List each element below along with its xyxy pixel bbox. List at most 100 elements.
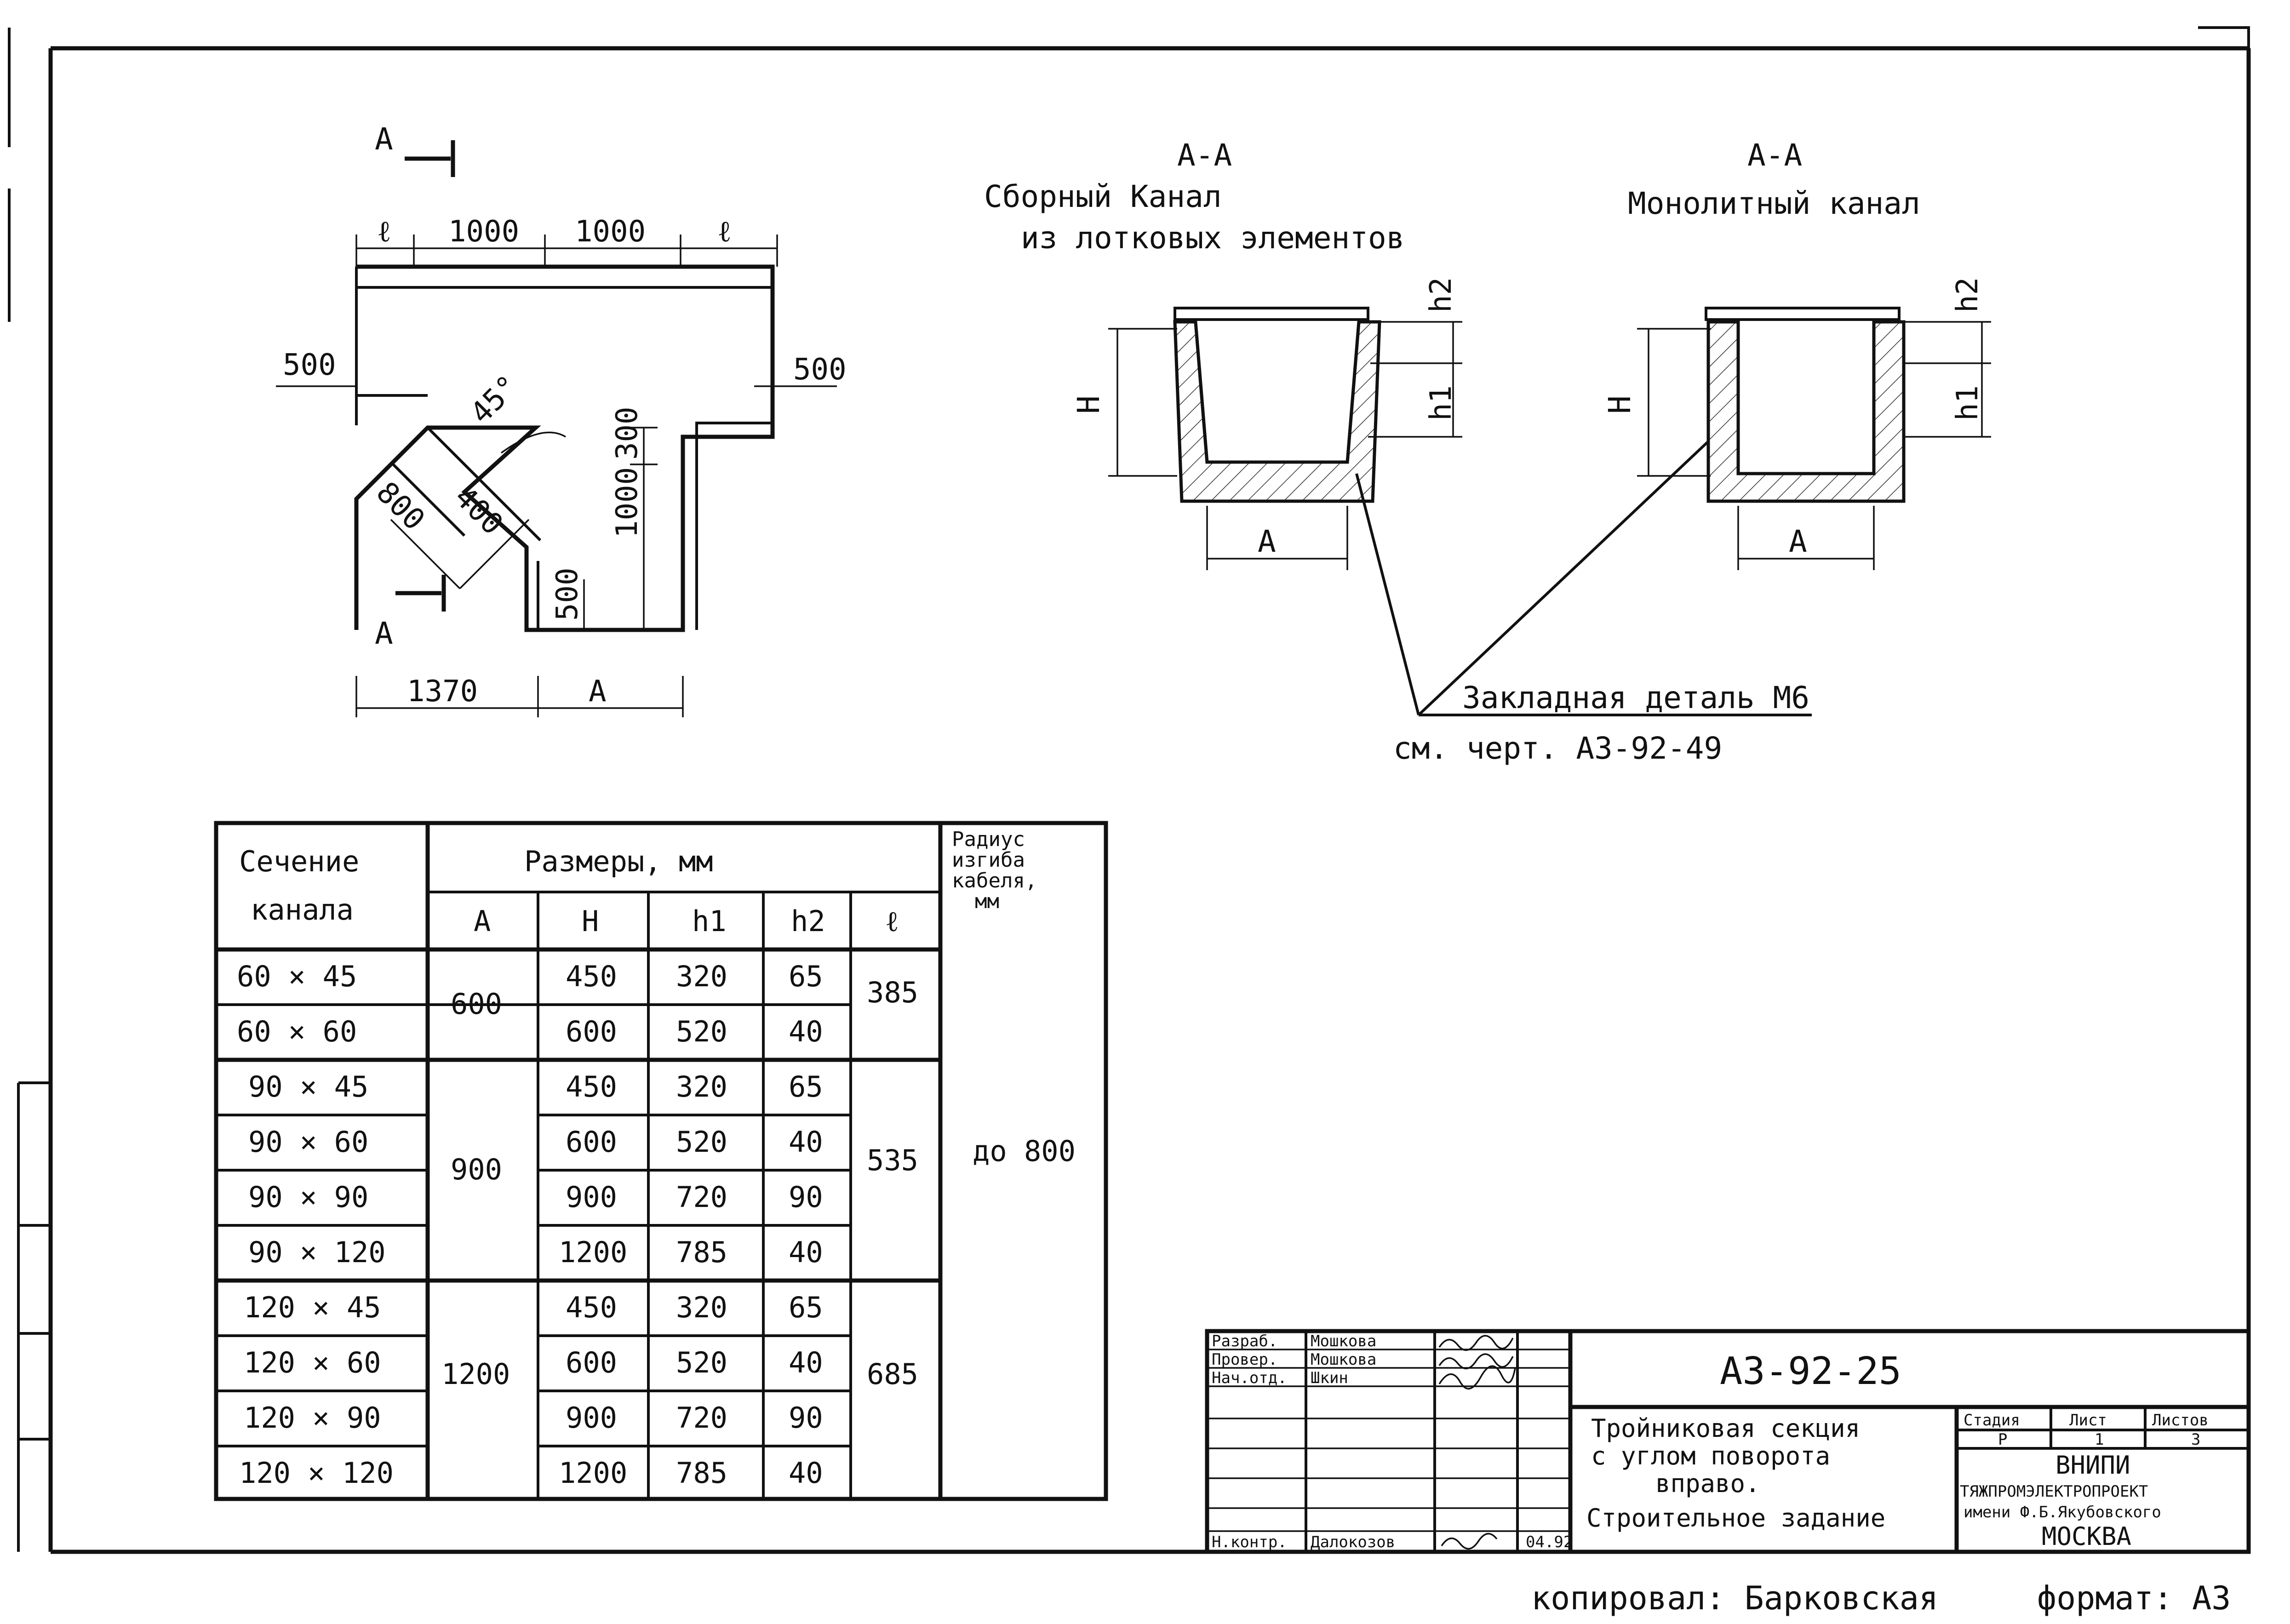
cell-h1: 320 bbox=[676, 1070, 727, 1104]
sheet-frame bbox=[8, 26, 2251, 1554]
tb-name-normcontrol: Далокозов bbox=[1311, 1533, 1395, 1551]
tb-sheets-header: Листов bbox=[2152, 1411, 2209, 1430]
cell-section: 120 × 60 bbox=[244, 1346, 381, 1379]
cell-A-group-90: 900 bbox=[451, 1153, 502, 1186]
plan-dim-500-left: 500 bbox=[283, 348, 336, 382]
table-row: 90 × 60 600 520 40 bbox=[248, 1125, 823, 1159]
plan-dim-1000-vertical: 1000 bbox=[610, 467, 644, 538]
cell-h1: 785 bbox=[676, 1456, 727, 1490]
plan-dim-1000-b: 1000 bbox=[575, 215, 646, 249]
cell-H: 600 bbox=[566, 1346, 617, 1379]
table-header-A: А bbox=[474, 904, 491, 938]
plan-dim-300: 300 bbox=[610, 406, 644, 460]
prefab-label-H: H bbox=[1071, 395, 1106, 414]
tb-sheet-value: 1 bbox=[2095, 1430, 2104, 1449]
cell-section: 90 × 90 bbox=[248, 1180, 368, 1214]
prefab-heading: А-А bbox=[1177, 137, 1232, 173]
cell-H: 450 bbox=[566, 1291, 617, 1324]
tb-stage-value: Р bbox=[1998, 1430, 2007, 1449]
cell-section: 120 × 45 bbox=[244, 1291, 381, 1324]
cell-radius: до 800 bbox=[973, 1134, 1076, 1168]
plan-dim-500-vertical: 500 bbox=[550, 567, 584, 621]
table-row: 120 × 90 900 720 90 bbox=[244, 1401, 823, 1435]
cell-H: 900 bbox=[566, 1180, 617, 1214]
tb-date-normcontrol: 04.92 bbox=[1526, 1533, 1573, 1551]
prefab-label-A: А bbox=[1258, 524, 1276, 559]
cell-section: 60 × 60 bbox=[237, 1015, 357, 1048]
cell-section: 120 × 90 bbox=[244, 1401, 381, 1435]
tb-org-line2: ТЯЖПРОМЭЛЕКТРОПРОЕКТ bbox=[1960, 1482, 2148, 1501]
tb-sheets-value: 3 bbox=[2191, 1430, 2200, 1449]
tb-sheet-header: Лист bbox=[2069, 1411, 2107, 1430]
cell-h2: 65 bbox=[789, 960, 823, 993]
cell-l-group-90: 535 bbox=[867, 1144, 918, 1177]
cell-h1: 520 bbox=[676, 1015, 727, 1048]
cell-section: 90 × 60 bbox=[248, 1125, 368, 1159]
cell-h2: 40 bbox=[789, 1235, 823, 1269]
tb-org-line1: ВНИПИ bbox=[2055, 1451, 2130, 1480]
plan-dim-500-right: 500 bbox=[793, 353, 847, 387]
table-row: 90 × 120 1200 785 40 bbox=[248, 1235, 823, 1269]
prefab-title-line1: Сборный Канал bbox=[984, 179, 1222, 214]
signature-head bbox=[1438, 1365, 1516, 1390]
table-row: 90 × 90 900 720 90 bbox=[248, 1180, 823, 1214]
cell-h1: 520 bbox=[676, 1125, 727, 1159]
table-row: 120 × 60 600 520 40 bbox=[244, 1346, 823, 1379]
cell-h2: 40 bbox=[789, 1125, 823, 1159]
table-header-radius-line3: кабеля, bbox=[952, 869, 1037, 892]
cell-h2: 90 bbox=[789, 1401, 823, 1435]
plan-dim-1370: 1370 bbox=[407, 675, 478, 709]
table-row: 60 × 60 600 520 40 bbox=[237, 1015, 823, 1048]
cell-H: 1200 bbox=[559, 1235, 627, 1269]
monolith-heading: А-А bbox=[1747, 137, 1802, 173]
embedded-note-line1: Закладная деталь М6 bbox=[1462, 680, 1809, 715]
plan-dim-A: А bbox=[589, 675, 607, 709]
cell-h2: 65 bbox=[789, 1291, 823, 1324]
cell-h1: 320 bbox=[676, 1291, 727, 1324]
prefab-title-line2: из лотковых элементов bbox=[1021, 220, 1404, 256]
tb-description-line2: с углом поворота bbox=[1591, 1441, 1830, 1470]
cell-h1: 320 bbox=[676, 960, 727, 993]
prefab-lid bbox=[1174, 307, 1369, 321]
cell-h2: 40 bbox=[789, 1015, 823, 1048]
tb-name-developer: Мошкова bbox=[1311, 1332, 1376, 1350]
table-header-h1: h1 bbox=[692, 904, 727, 938]
tb-name-head: Шкин bbox=[1311, 1369, 1348, 1387]
cell-H: 1200 bbox=[559, 1456, 627, 1490]
table-header-radius-line4: мм bbox=[975, 890, 999, 913]
cell-section: 90 × 45 bbox=[248, 1070, 368, 1104]
plan-view: А А ℓ 1000 1000 ℓ 500 500 45° 800 400 30… bbox=[276, 121, 847, 717]
cell-h2: 40 bbox=[789, 1346, 823, 1379]
table-header-section-line1: Сечение bbox=[239, 845, 359, 878]
cell-H: 600 bbox=[566, 1125, 617, 1159]
table-row: 60 × 45 450 320 65 bbox=[237, 960, 823, 993]
cell-l-group-60: 385 bbox=[867, 976, 918, 1009]
cell-section: 60 × 45 bbox=[237, 960, 357, 993]
monolith-label-A: А bbox=[1789, 524, 1807, 559]
monolith-title: Монолитный канал bbox=[1628, 186, 1920, 221]
tb-name-checker: Мошкова bbox=[1311, 1350, 1376, 1369]
embedded-note-line2: см. черт. А3-92-49 bbox=[1393, 731, 1722, 766]
signature-developer bbox=[1438, 1335, 1514, 1351]
table-header-H: H bbox=[582, 904, 599, 938]
cell-section: 120 × 120 bbox=[239, 1456, 394, 1490]
plan-dim-l-right: ℓ bbox=[717, 215, 732, 249]
tb-description-line1: Тройниковая секция bbox=[1591, 1414, 1860, 1443]
tb-org-line3: имени Ф.Б.Якубовского bbox=[1964, 1503, 2161, 1521]
cell-h2: 65 bbox=[789, 1070, 823, 1104]
cell-h2: 40 bbox=[789, 1456, 823, 1490]
tb-document-code: А3-92-25 bbox=[1720, 1350, 1901, 1393]
signature-normcontrol bbox=[1441, 1533, 1498, 1550]
cell-h1: 520 bbox=[676, 1346, 727, 1379]
plan-dim-800: 800 bbox=[370, 475, 431, 537]
table-row: 90 × 45 450 320 65 bbox=[248, 1070, 823, 1104]
table-header-l: ℓ bbox=[885, 904, 899, 938]
table-header-radius-line1: Радиус bbox=[952, 828, 1025, 851]
cell-h2: 90 bbox=[789, 1180, 823, 1214]
embedded-part-note: Закладная деталь М6 см. черт. А3-92-49 bbox=[1355, 440, 1812, 766]
prefab-label-h1: h1 bbox=[1424, 385, 1458, 421]
plan-section-mark-bottom: А bbox=[375, 616, 393, 651]
cell-h1: 720 bbox=[676, 1180, 727, 1214]
monolith-lid bbox=[1705, 307, 1901, 321]
